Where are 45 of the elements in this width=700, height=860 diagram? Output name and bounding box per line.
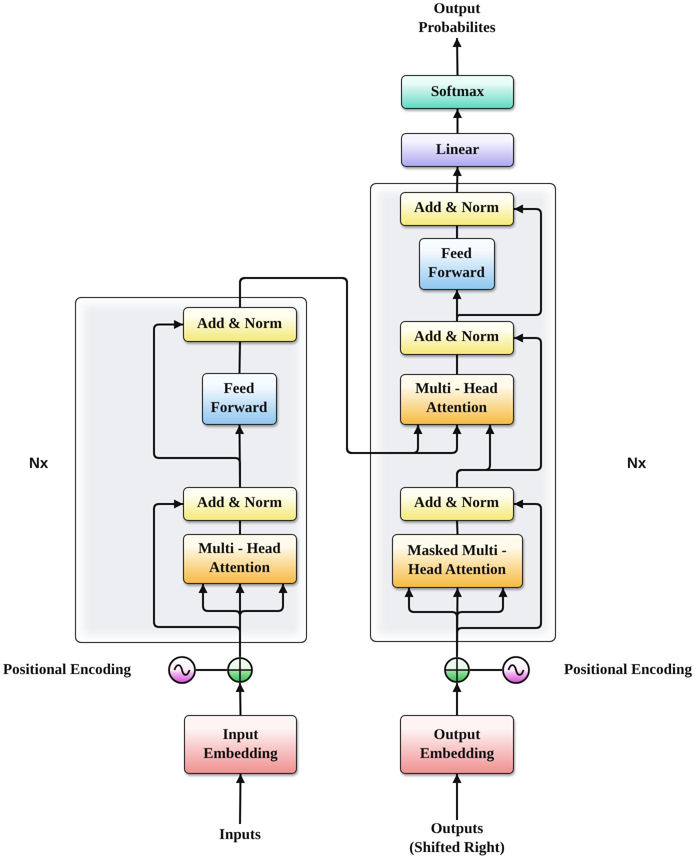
connector-line xyxy=(470,669,502,671)
arrow xyxy=(453,109,462,133)
arrow xyxy=(239,277,462,454)
sine-wave-circle xyxy=(168,656,196,684)
arrow xyxy=(452,683,462,715)
positional-encoding-label: Positional Encoding xyxy=(3,661,132,680)
repeat-count-label: Nx xyxy=(29,454,50,474)
arrow xyxy=(236,774,245,824)
arrow xyxy=(153,320,241,487)
output-probabilities-label: Output Probabilites xyxy=(407,0,507,38)
add-norm-box: Add & Norm xyxy=(182,306,296,342)
attention-box: Multi - Head Attention xyxy=(182,534,296,584)
softmax-box: Softmax xyxy=(401,75,514,109)
adder-circle xyxy=(444,657,470,683)
linear-box: Linear xyxy=(401,133,514,167)
add-norm-box: Add & Norm xyxy=(400,486,514,520)
decoder-panel xyxy=(370,183,556,642)
inputs-label: Inputs xyxy=(200,824,280,846)
encoder-panel xyxy=(75,297,307,643)
connector-line xyxy=(456,520,458,534)
masked-attention-box: Masked Multi - Head Attention xyxy=(392,534,522,588)
attention-box: Multi - Head Attention xyxy=(400,374,514,424)
repeat-count-label: Nx xyxy=(627,454,648,474)
outputs-label: Outputs (Shifted Right) xyxy=(407,820,507,858)
embedding-box: Output Embedding xyxy=(400,715,514,774)
arrow xyxy=(456,334,542,487)
connector-line xyxy=(196,669,227,671)
adder-circle xyxy=(227,657,253,683)
connector-line xyxy=(456,226,458,238)
add-norm-box: Add & Norm xyxy=(400,320,514,354)
arrow xyxy=(456,204,542,321)
positional-encoding-label: Positional Encoding xyxy=(564,661,693,680)
feed-forward-box: Feed Forward xyxy=(202,372,276,424)
connector-line xyxy=(238,342,241,374)
add-norm-box: Add & Norm xyxy=(182,486,296,520)
connector-line xyxy=(239,521,241,534)
feed-forward-box: Feed Forward xyxy=(418,238,494,290)
embedding-box: Input Embedding xyxy=(184,715,297,774)
arrow xyxy=(452,774,462,820)
sine-wave-circle xyxy=(502,656,530,684)
arrow xyxy=(452,38,462,76)
connector-line xyxy=(456,355,458,374)
arrow xyxy=(236,682,245,716)
arrow xyxy=(452,166,462,192)
add-norm-box: Add & Norm xyxy=(400,192,514,226)
